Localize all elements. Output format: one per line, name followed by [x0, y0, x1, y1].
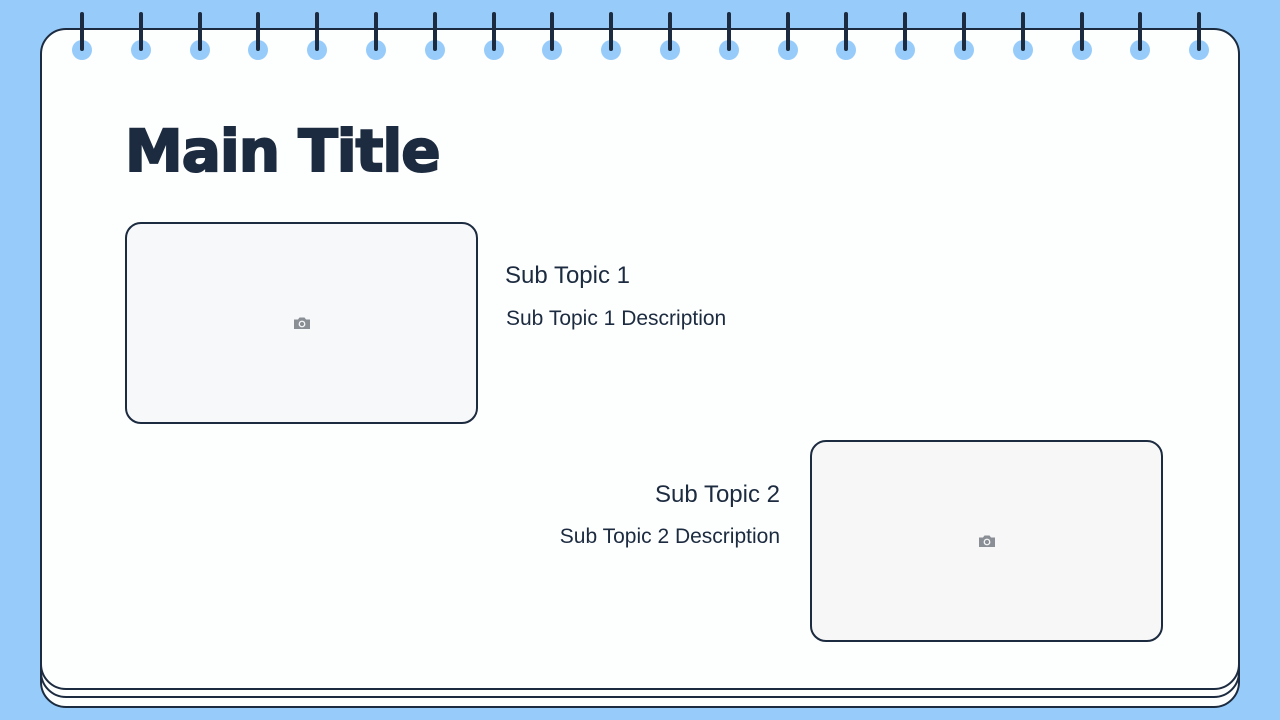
- ring-wire: [609, 12, 614, 51]
- ring-wire: [315, 12, 320, 51]
- image-placeholder-2[interactable]: [810, 440, 1163, 642]
- ring-wire: [138, 12, 143, 51]
- spiral-ring-icon: [483, 0, 505, 62]
- spiral-ring-icon: [835, 0, 857, 62]
- ring-wire: [1020, 12, 1025, 51]
- ring-wire: [374, 12, 378, 51]
- spiral-ring-icon: [1129, 0, 1151, 62]
- sub-topic-1-title: Sub Topic 1: [505, 262, 630, 289]
- camera-icon: [978, 535, 995, 547]
- ring-wire: [726, 12, 731, 51]
- ring-wire: [491, 12, 496, 51]
- spiral-ring-icon: [659, 0, 681, 62]
- spiral-ring-icon: [718, 0, 740, 62]
- ring-wire: [550, 12, 555, 51]
- ring-wire: [1138, 12, 1143, 51]
- ring-wire: [197, 12, 202, 51]
- spiral-ring-icon: [894, 0, 916, 62]
- spiral-ring-icon: [1188, 0, 1210, 62]
- camera-icon: [293, 317, 310, 329]
- ring-wire: [785, 12, 790, 51]
- ring-wire: [1197, 12, 1202, 51]
- spiral-ring-icon: [71, 0, 93, 62]
- spiral-ring-icon: [247, 0, 269, 62]
- ring-wire: [844, 12, 849, 51]
- spiral-ring-icon: [953, 0, 975, 62]
- spiral-ring-icon: [365, 0, 387, 62]
- main-title: Main Title: [124, 117, 442, 185]
- spiral-ring-icon: [600, 0, 622, 62]
- spiral-ring-icon: [541, 0, 563, 62]
- ring-wire: [1079, 12, 1084, 51]
- spiral-ring-icon: [1071, 0, 1093, 62]
- spiral-binding: [0, 0, 1280, 70]
- sub-topic-2-description: Sub Topic 2 Description: [559, 525, 780, 548]
- ring-wire: [668, 12, 672, 51]
- spiral-ring-icon: [130, 0, 152, 62]
- ring-wire: [432, 12, 437, 51]
- spiral-ring-icon: [189, 0, 211, 62]
- ring-wire: [256, 12, 261, 51]
- ring-wire: [80, 12, 84, 51]
- spiral-ring-icon: [424, 0, 446, 62]
- image-placeholder-1[interactable]: [125, 222, 478, 424]
- spiral-ring-icon: [1012, 0, 1034, 62]
- spiral-ring-icon: [777, 0, 799, 62]
- ring-wire: [962, 12, 966, 51]
- ring-wire: [903, 12, 908, 51]
- spiral-ring-icon: [306, 0, 328, 62]
- sub-topic-2-title: Sub Topic 2: [655, 481, 780, 508]
- sub-topic-1-description: Sub Topic 1 Description: [506, 307, 727, 330]
